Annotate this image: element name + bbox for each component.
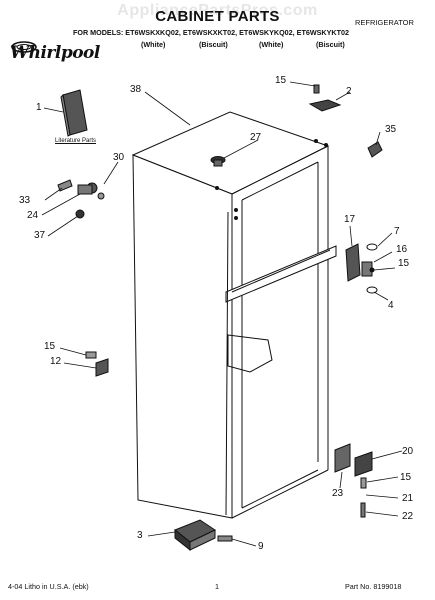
callout-33: 33 — [19, 195, 31, 206]
callout-15: 15 — [275, 75, 287, 86]
footer-page-number: 1 — [215, 582, 219, 591]
whirlpool-logo-mark — [11, 41, 37, 53]
footer-litho: 4-04 Litho in U.S.A. (ebk) — [8, 582, 89, 591]
footer-part-number: Part No. 8199018 — [345, 582, 402, 591]
bottom-hinge-assembly — [334, 443, 373, 518]
hinge-cover — [367, 141, 383, 158]
page-title: CABINET PARTS — [155, 8, 280, 25]
callout-23: 23 — [332, 488, 344, 499]
callout-24: 24 — [27, 210, 39, 221]
category-label: REFRIGERATOR — [355, 18, 414, 27]
models-line: FOR MODELS: ET6WSKXKQ02, ET6WSKXKT02, ET… — [73, 28, 349, 37]
callout-15: 15 — [400, 472, 412, 483]
callout-27: 27 — [250, 132, 262, 143]
callout-15: 15 — [44, 341, 56, 352]
base-bracket — [174, 519, 233, 552]
callout-2: 2 — [346, 86, 352, 97]
callout-30: 30 — [113, 152, 125, 163]
center-hinge-assembly — [345, 243, 378, 294]
color-label: (White) — [141, 40, 166, 49]
callout-21: 21 — [402, 493, 414, 504]
leader-lines — [41, 81, 403, 547]
callout-16: 16 — [396, 244, 408, 255]
color-label: (White) — [259, 40, 284, 49]
callout-37: 37 — [34, 230, 46, 241]
top-hinge-bracket — [308, 84, 342, 112]
callout-4: 4 — [388, 300, 394, 311]
cabinet-body — [131, 111, 337, 519]
callout-9: 9 — [258, 541, 264, 552]
watermark: AppliancePartsPros.com — [117, 2, 318, 19]
left-hinge-assembly — [57, 179, 105, 219]
callout-38: 38 — [130, 84, 142, 95]
callout-3: 3 — [137, 530, 143, 541]
callout-1: 1 — [36, 102, 42, 113]
callout-22: 22 — [402, 511, 414, 522]
color-label: (Biscuit) — [199, 40, 228, 49]
callout-20: 20 — [402, 446, 414, 457]
callout-15: 15 — [398, 258, 410, 269]
literature-parts-label: Literature Parts — [55, 138, 97, 144]
color-label: (Biscuit) — [316, 40, 345, 49]
literature-booklet — [60, 89, 88, 137]
whirlpool-logo: Whirlpool — [10, 43, 100, 63]
door-stop — [85, 351, 109, 377]
callout-12: 12 — [50, 356, 62, 367]
callout-7: 7 — [394, 226, 400, 237]
callout-35: 35 — [385, 124, 397, 135]
cabinet-plug — [210, 156, 226, 167]
callout-17: 17 — [344, 214, 356, 225]
